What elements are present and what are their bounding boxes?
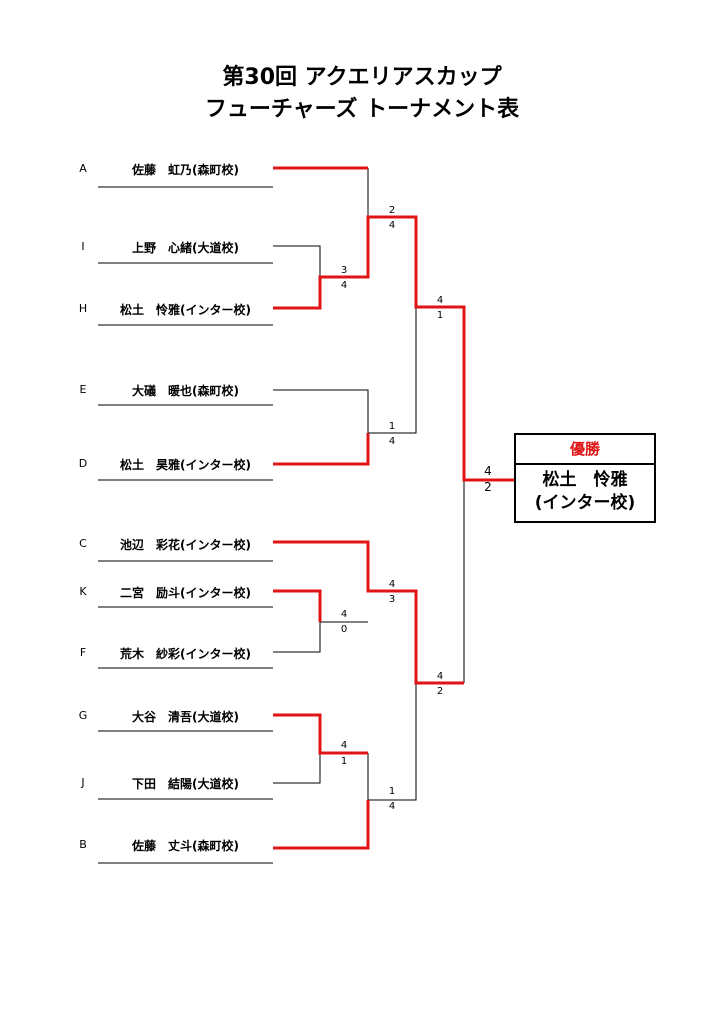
final-score-top: 4 — [484, 464, 492, 478]
loser-paths — [273, 168, 465, 801]
final-score-bottom: 2 — [484, 480, 492, 494]
entry-seed: I — [81, 240, 85, 253]
entry-seed: K — [79, 585, 87, 598]
entry-name: 池辺 彩花(インター校) — [120, 538, 251, 552]
match-score-bottom: 4 — [388, 801, 396, 812]
match-score-bottom: 4 — [340, 280, 348, 291]
entry-underlines — [98, 186, 273, 864]
tournament-subtitle: フューチャーズ トーナメント表 — [204, 97, 520, 122]
match-score-top: 4 — [436, 671, 444, 682]
entry-seed: G — [78, 709, 88, 722]
match-score-top: 1 — [388, 421, 396, 432]
match-score-bottom: 2 — [436, 686, 444, 697]
champion-box: 優勝 松土 怜雅 (インター校) — [514, 433, 656, 523]
entry-name: 松土 怜雅(インター校) — [120, 303, 251, 317]
entry-seed: J — [81, 776, 85, 789]
entry-seed: A — [79, 162, 87, 175]
entry-seed: C — [79, 537, 87, 550]
champion-heading: 優勝 — [516, 435, 654, 465]
winner-paths — [273, 166, 516, 850]
match-score-top: 3 — [340, 265, 348, 276]
match-score-top: 2 — [388, 205, 396, 216]
match-score-top: 4 — [340, 740, 348, 751]
entry-name: 荒木 紗彩(インター校) — [120, 647, 251, 661]
match-score-bottom: 3 — [388, 594, 396, 605]
match-score-top: 4 — [388, 579, 396, 590]
match-score-bottom: 0 — [340, 624, 348, 635]
entry-seed: D — [78, 457, 88, 470]
match-score-top: 4 — [436, 295, 444, 306]
entry-name: 佐藤 丈斗(森町校) — [132, 839, 239, 853]
match-score-top: 1 — [388, 786, 396, 797]
tournament-title: 第30回 アクエリアスカップ — [222, 65, 502, 90]
match-score-bottom: 1 — [436, 310, 444, 321]
champion-school: (インター校) — [534, 493, 636, 513]
entry-seed: F — [79, 646, 87, 659]
entry-seed: B — [79, 838, 87, 851]
entry-seed: H — [78, 302, 88, 315]
entry-name: 大礒 暖也(森町校) — [132, 384, 239, 398]
match-score-bottom: 4 — [388, 220, 396, 231]
match-score-top: 4 — [340, 609, 348, 620]
champion-name: 松土 怜雅 — [542, 470, 628, 490]
match-score-bottom: 1 — [340, 756, 348, 767]
match-score-bottom: 4 — [388, 436, 396, 447]
entry-name: 上野 心緒(大道校) — [132, 241, 239, 255]
entry-name: 下田 結陽(大道校) — [132, 777, 239, 791]
entry-name: 佐藤 虹乃(森町校) — [132, 163, 239, 177]
entry-name: 松土 昊雅(インター校) — [120, 458, 251, 472]
entry-name: 大谷 清吾(大道校) — [132, 710, 239, 724]
entry-name: 二宮 励斗(インター校) — [120, 586, 251, 600]
entry-seed: E — [79, 383, 87, 396]
